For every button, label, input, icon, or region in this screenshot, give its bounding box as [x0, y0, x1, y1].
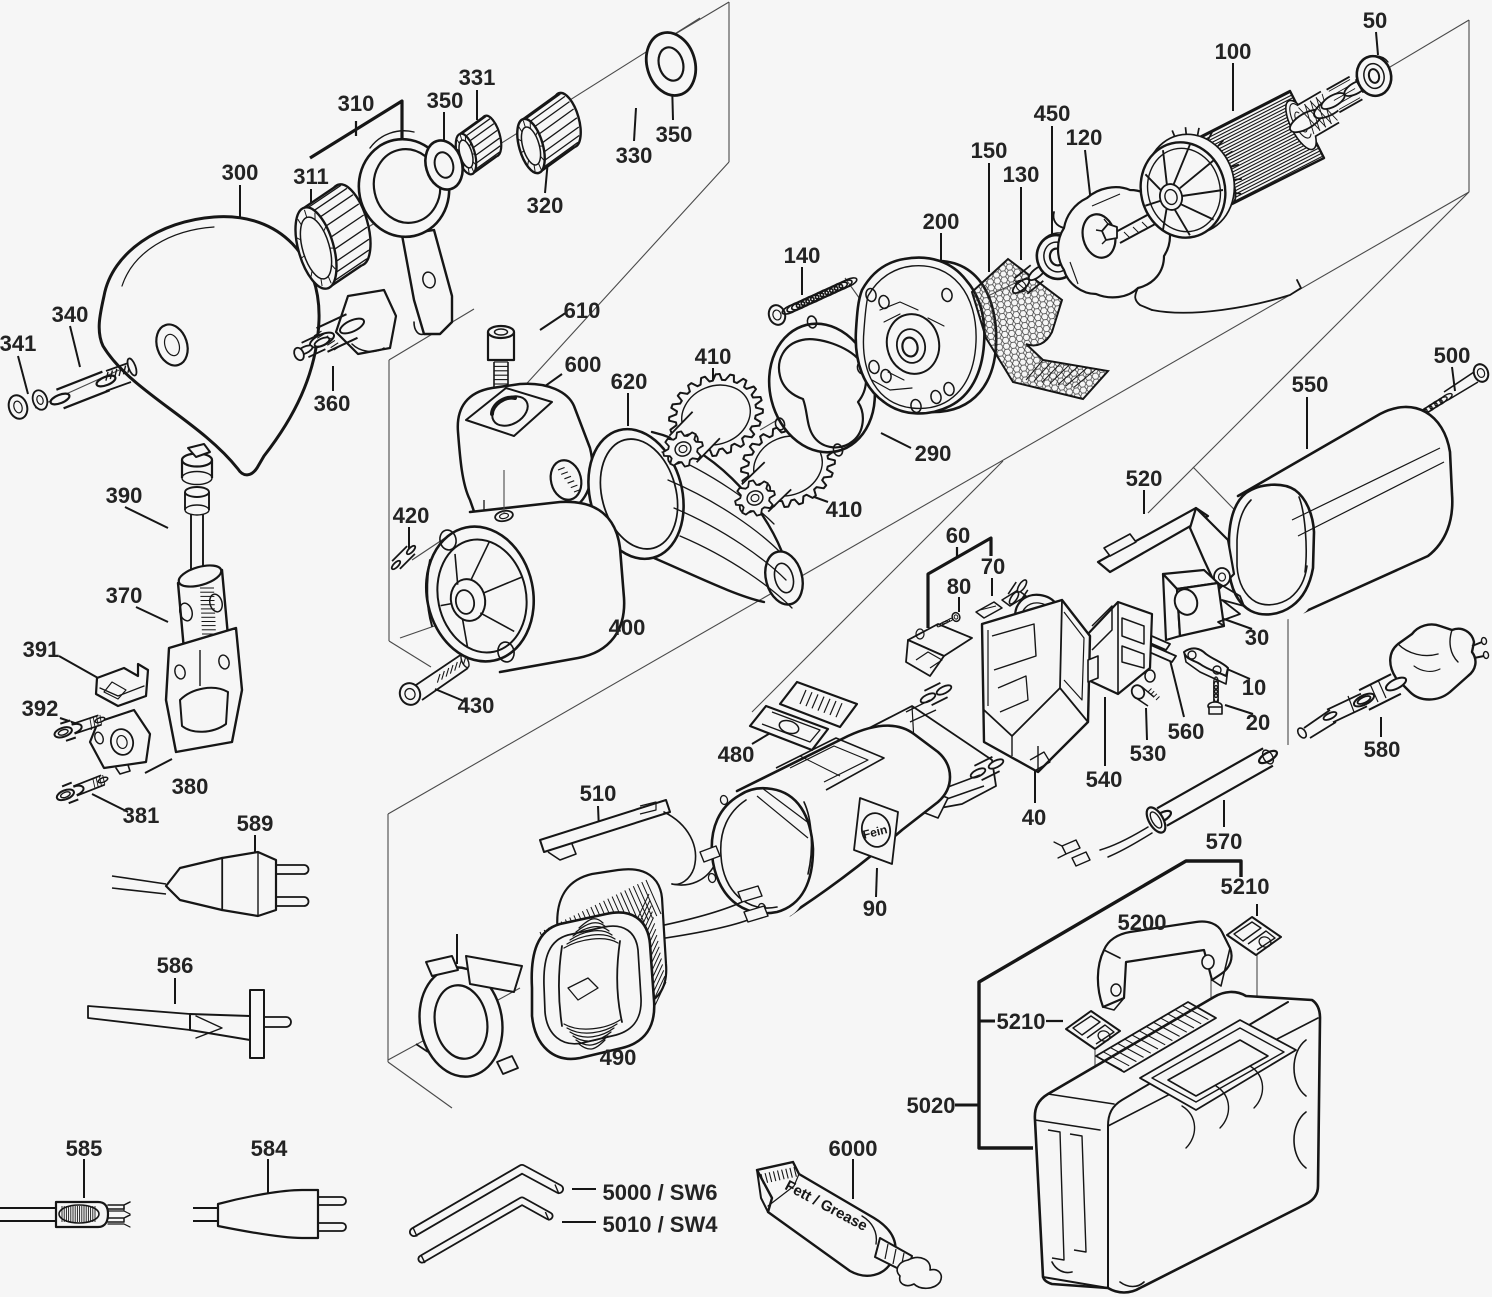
svg-text:586: 586 [157, 953, 194, 978]
svg-text:80: 80 [947, 574, 971, 599]
svg-text:150: 150 [971, 138, 1008, 163]
svg-text:200: 200 [923, 209, 960, 234]
svg-text:290: 290 [915, 441, 952, 466]
svg-text:580: 580 [1364, 737, 1401, 762]
svg-text:341: 341 [0, 331, 36, 356]
svg-text:90: 90 [863, 896, 887, 921]
svg-text:6000: 6000 [829, 1136, 878, 1161]
svg-text:370: 370 [106, 583, 143, 608]
svg-text:410: 410 [826, 497, 863, 522]
svg-text:320: 320 [527, 193, 564, 218]
svg-text:560: 560 [1168, 719, 1205, 744]
svg-text:350: 350 [427, 88, 464, 113]
svg-text:5020: 5020 [907, 1093, 956, 1118]
svg-text:450: 450 [1034, 101, 1071, 126]
svg-text:350: 350 [656, 122, 693, 147]
svg-text:430: 430 [458, 693, 495, 718]
svg-text:5200: 5200 [1118, 910, 1167, 935]
svg-text:120: 120 [1066, 125, 1103, 150]
svg-text:540: 540 [1086, 767, 1123, 792]
svg-text:391: 391 [23, 637, 60, 662]
svg-text:300: 300 [222, 160, 259, 185]
svg-text:50: 50 [1363, 8, 1387, 33]
svg-text:390: 390 [106, 483, 143, 508]
svg-text:70: 70 [981, 554, 1005, 579]
svg-text:400: 400 [609, 615, 646, 640]
svg-text:330: 330 [616, 143, 653, 168]
svg-text:392: 392 [22, 696, 59, 721]
svg-text:420: 420 [393, 503, 430, 528]
svg-text:584: 584 [251, 1136, 288, 1161]
svg-text:530: 530 [1130, 741, 1167, 766]
svg-text:311: 311 [293, 164, 329, 189]
svg-text:340: 340 [52, 302, 89, 327]
svg-text:310: 310 [338, 91, 375, 116]
svg-text:360: 360 [314, 391, 351, 416]
svg-text:610: 610 [564, 298, 601, 323]
svg-text:130: 130 [1003, 162, 1040, 187]
svg-text:620: 620 [611, 369, 648, 394]
svg-text:140: 140 [784, 243, 821, 268]
svg-text:585: 585 [66, 1136, 103, 1161]
svg-text:570: 570 [1206, 829, 1243, 854]
svg-text:5210: 5210 [1221, 874, 1270, 899]
svg-text:40: 40 [1022, 805, 1046, 830]
svg-text:500: 500 [1434, 343, 1471, 368]
svg-text:20: 20 [1246, 710, 1270, 735]
svg-text:490: 490 [600, 1045, 637, 1070]
svg-text:480: 480 [718, 742, 755, 767]
svg-text:100: 100 [1215, 39, 1252, 64]
svg-text:410: 410 [695, 344, 732, 369]
svg-text:Fein: Fein [861, 822, 888, 842]
svg-text:589: 589 [237, 811, 274, 836]
svg-text:550: 550 [1292, 372, 1329, 397]
svg-text:381: 381 [123, 803, 160, 828]
svg-text:5010 / SW4: 5010 / SW4 [603, 1212, 719, 1237]
svg-text:600: 600 [565, 352, 602, 377]
svg-text:510: 510 [580, 781, 617, 806]
svg-text:331: 331 [459, 65, 496, 90]
svg-text:520: 520 [1126, 466, 1163, 491]
svg-text:30: 30 [1245, 625, 1269, 650]
svg-text:5000 / SW6: 5000 / SW6 [603, 1180, 718, 1205]
svg-text:5210: 5210 [997, 1009, 1046, 1034]
svg-text:10: 10 [1242, 675, 1266, 700]
svg-text:60: 60 [946, 523, 970, 548]
svg-text:380: 380 [172, 774, 209, 799]
